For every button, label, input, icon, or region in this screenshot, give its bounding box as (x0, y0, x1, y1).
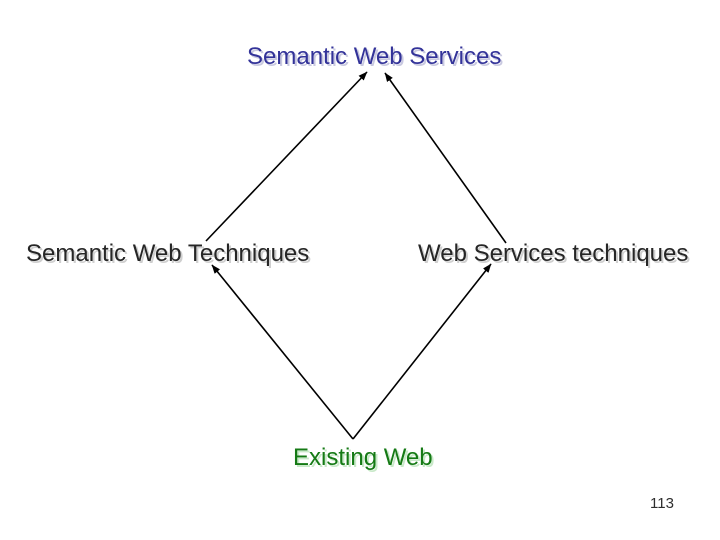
slide-title: Semantic Web Services (247, 43, 502, 70)
node-existing-web: Existing Web (293, 444, 433, 471)
page-number: 113 (650, 495, 674, 512)
node-semantic-web-techniques: Semantic Web Techniques (26, 240, 310, 267)
arrow-bottom-to-right-label (352, 263, 492, 440)
node-web-services-techniques: Web Services techniques (418, 240, 689, 267)
arrow-left-label-to-title (205, 71, 368, 242)
arrow-bottom-to-left-label (211, 264, 354, 440)
arrow-right-label-to-title (384, 72, 507, 244)
